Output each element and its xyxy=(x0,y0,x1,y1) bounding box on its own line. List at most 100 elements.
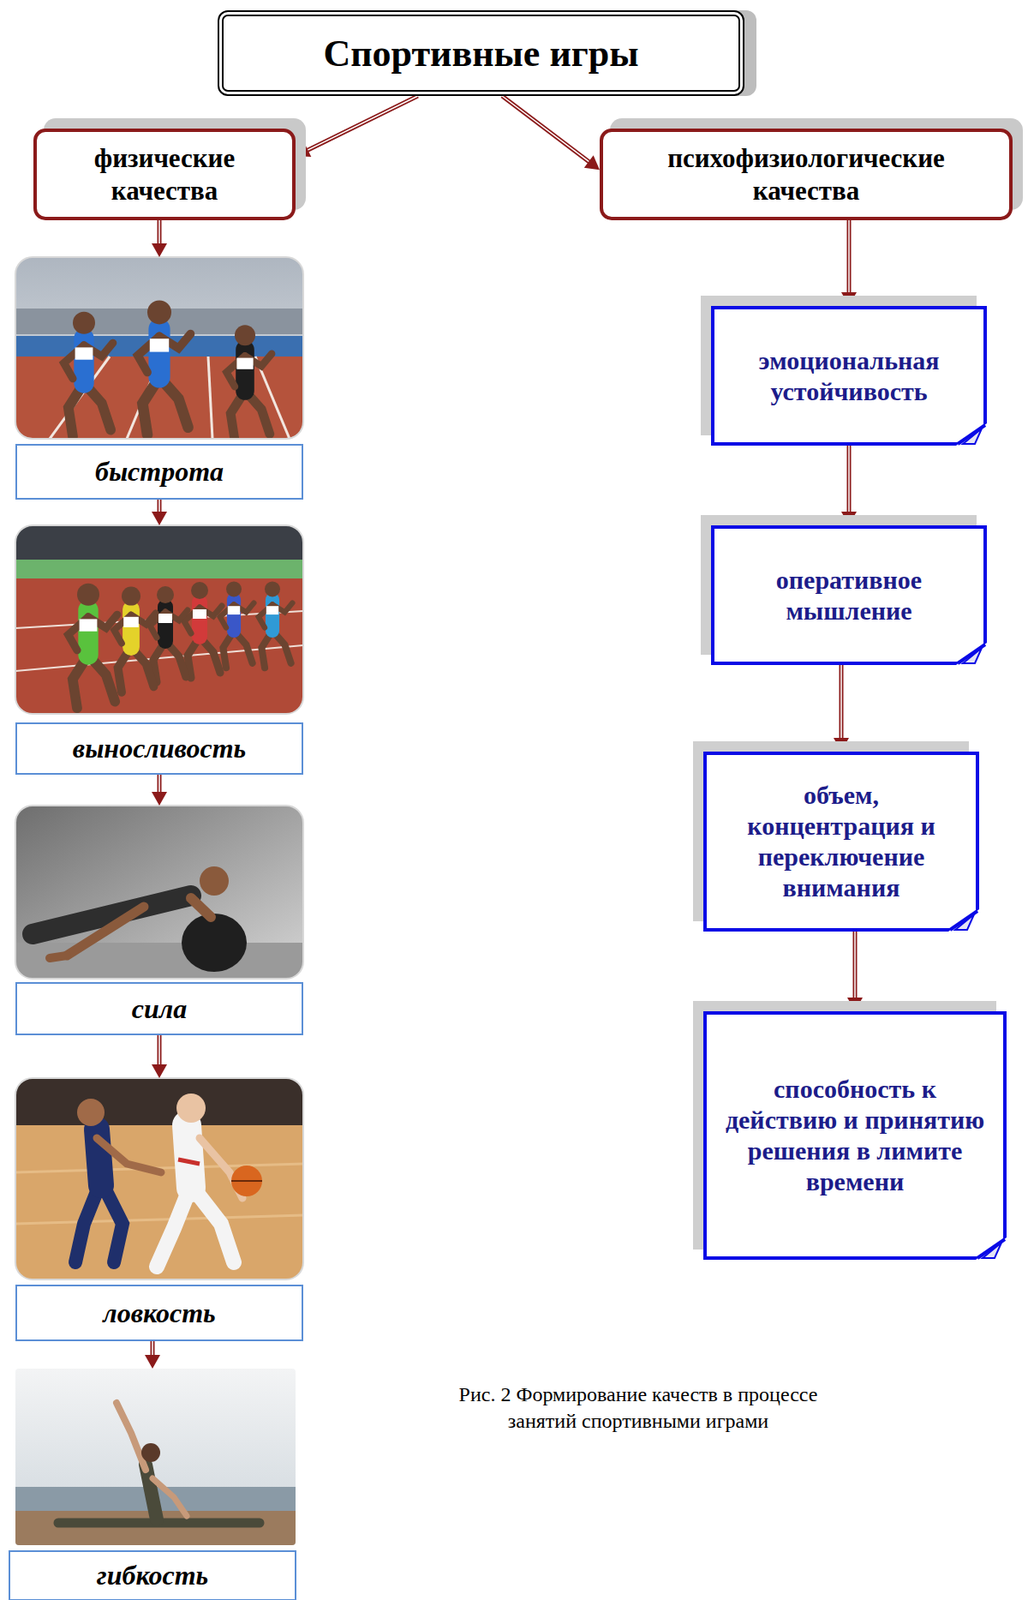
arrow-head xyxy=(144,1354,161,1369)
arrow-connector xyxy=(841,445,857,526)
illustration-part xyxy=(15,805,304,979)
illustration-part xyxy=(15,1077,304,1280)
folded-corner xyxy=(956,642,987,665)
illustration-part xyxy=(15,1214,304,1224)
corner-edge xyxy=(977,1238,1005,1258)
arrow-head xyxy=(584,155,600,170)
illustration-part xyxy=(15,942,304,979)
arrow-connector xyxy=(295,95,419,157)
connector-inner-line xyxy=(306,95,419,151)
illustration-part xyxy=(49,955,67,958)
arrow-head xyxy=(151,243,168,257)
illustration-part xyxy=(15,257,304,439)
quality-label-box: ловкость xyxy=(15,1284,304,1341)
connector-line xyxy=(157,774,162,794)
connector-inner-line xyxy=(848,220,850,294)
arrow-connector xyxy=(151,1034,168,1078)
illustration-part xyxy=(176,1093,206,1123)
illustration-part xyxy=(181,913,247,972)
illustration-part xyxy=(199,866,229,896)
arrow-connector xyxy=(151,499,168,526)
quality-page: объем, концентрация и переключение внима… xyxy=(703,751,980,932)
corner-edge xyxy=(957,644,986,664)
illustration-part xyxy=(96,1137,162,1172)
arrow-head xyxy=(847,997,863,1011)
connector-line xyxy=(306,95,419,151)
illustration-part xyxy=(15,525,304,714)
illustration-part xyxy=(15,1077,304,1280)
arrow-connector xyxy=(841,220,857,306)
quality-card: быстрота xyxy=(15,257,304,500)
corner-curl xyxy=(962,647,982,664)
node-text: выносливость xyxy=(72,732,246,765)
arrow-connector xyxy=(151,774,168,806)
quality-card: сила xyxy=(15,805,304,1035)
node-text: оперативное мышление xyxy=(726,564,972,627)
arrow-connector xyxy=(833,664,849,752)
quality-card: ловкость xyxy=(15,1077,304,1341)
illustration-part xyxy=(15,525,304,714)
connector-line xyxy=(847,445,852,514)
illustration-part xyxy=(113,586,156,693)
arrow-head xyxy=(151,791,168,806)
illustration-part xyxy=(64,311,114,437)
illustration-part xyxy=(15,578,304,714)
node-text: ловкость xyxy=(102,1296,216,1329)
illustration-part xyxy=(68,583,118,709)
illustration-part xyxy=(208,356,213,439)
illustration-part xyxy=(258,580,293,668)
illustration-part xyxy=(15,559,304,579)
quality-card: выносливость xyxy=(15,525,304,775)
illustration-part xyxy=(141,1442,161,1462)
illustration-part xyxy=(220,580,255,668)
folded-corner xyxy=(948,908,980,932)
connector-inner-line xyxy=(502,95,591,163)
corner-cover xyxy=(975,1237,1007,1260)
connector-inner-line xyxy=(158,774,161,794)
connector-line xyxy=(157,220,162,246)
folded-corner xyxy=(975,1237,1007,1260)
illustration-part xyxy=(15,1077,304,1125)
illustration-part xyxy=(15,805,304,979)
corner-edge xyxy=(950,910,978,930)
connector-inner-line xyxy=(158,1034,161,1066)
connector-inner-line xyxy=(151,1340,154,1357)
folded-corner xyxy=(956,423,987,446)
connector-line xyxy=(150,1340,156,1357)
node-text: физические качества xyxy=(47,142,282,206)
illustration-part xyxy=(15,257,304,439)
connector-inner-line xyxy=(158,220,161,246)
node-text: способность к действию и принятию решени… xyxy=(718,1073,992,1197)
illustration-part xyxy=(15,525,304,714)
quality-card: гибкость xyxy=(8,1368,297,1600)
illustration-part xyxy=(226,324,272,439)
illustration-part xyxy=(152,1477,187,1516)
illustration-part xyxy=(15,1077,304,1280)
connector-line xyxy=(157,499,162,514)
connector-inner-line xyxy=(840,664,843,740)
connector-inner-line xyxy=(848,445,850,514)
illustration-part xyxy=(231,1165,263,1196)
arrow-connector xyxy=(151,220,168,257)
node-text: сила xyxy=(131,992,187,1025)
connector-line xyxy=(157,1034,162,1066)
node-text: гибкость xyxy=(96,1559,209,1591)
illustration-part xyxy=(231,1179,263,1182)
arrow-head xyxy=(151,511,168,526)
arrow-head xyxy=(295,143,311,157)
main-box: Спортивные игры xyxy=(217,10,745,96)
quality-label-box: сила xyxy=(15,981,304,1035)
corner-curl xyxy=(982,1242,1002,1258)
quality-label-box: гибкость xyxy=(8,1549,297,1600)
illustration-part xyxy=(184,581,222,678)
category-box: психофизиологические качества xyxy=(599,128,1013,221)
arrow-head xyxy=(841,292,857,306)
illustration-part xyxy=(15,1368,296,1545)
connector-line xyxy=(839,664,844,740)
connector-line xyxy=(847,220,852,294)
illustration-part xyxy=(145,1464,157,1519)
illustration-part xyxy=(191,897,211,917)
arrow-head xyxy=(833,737,849,752)
